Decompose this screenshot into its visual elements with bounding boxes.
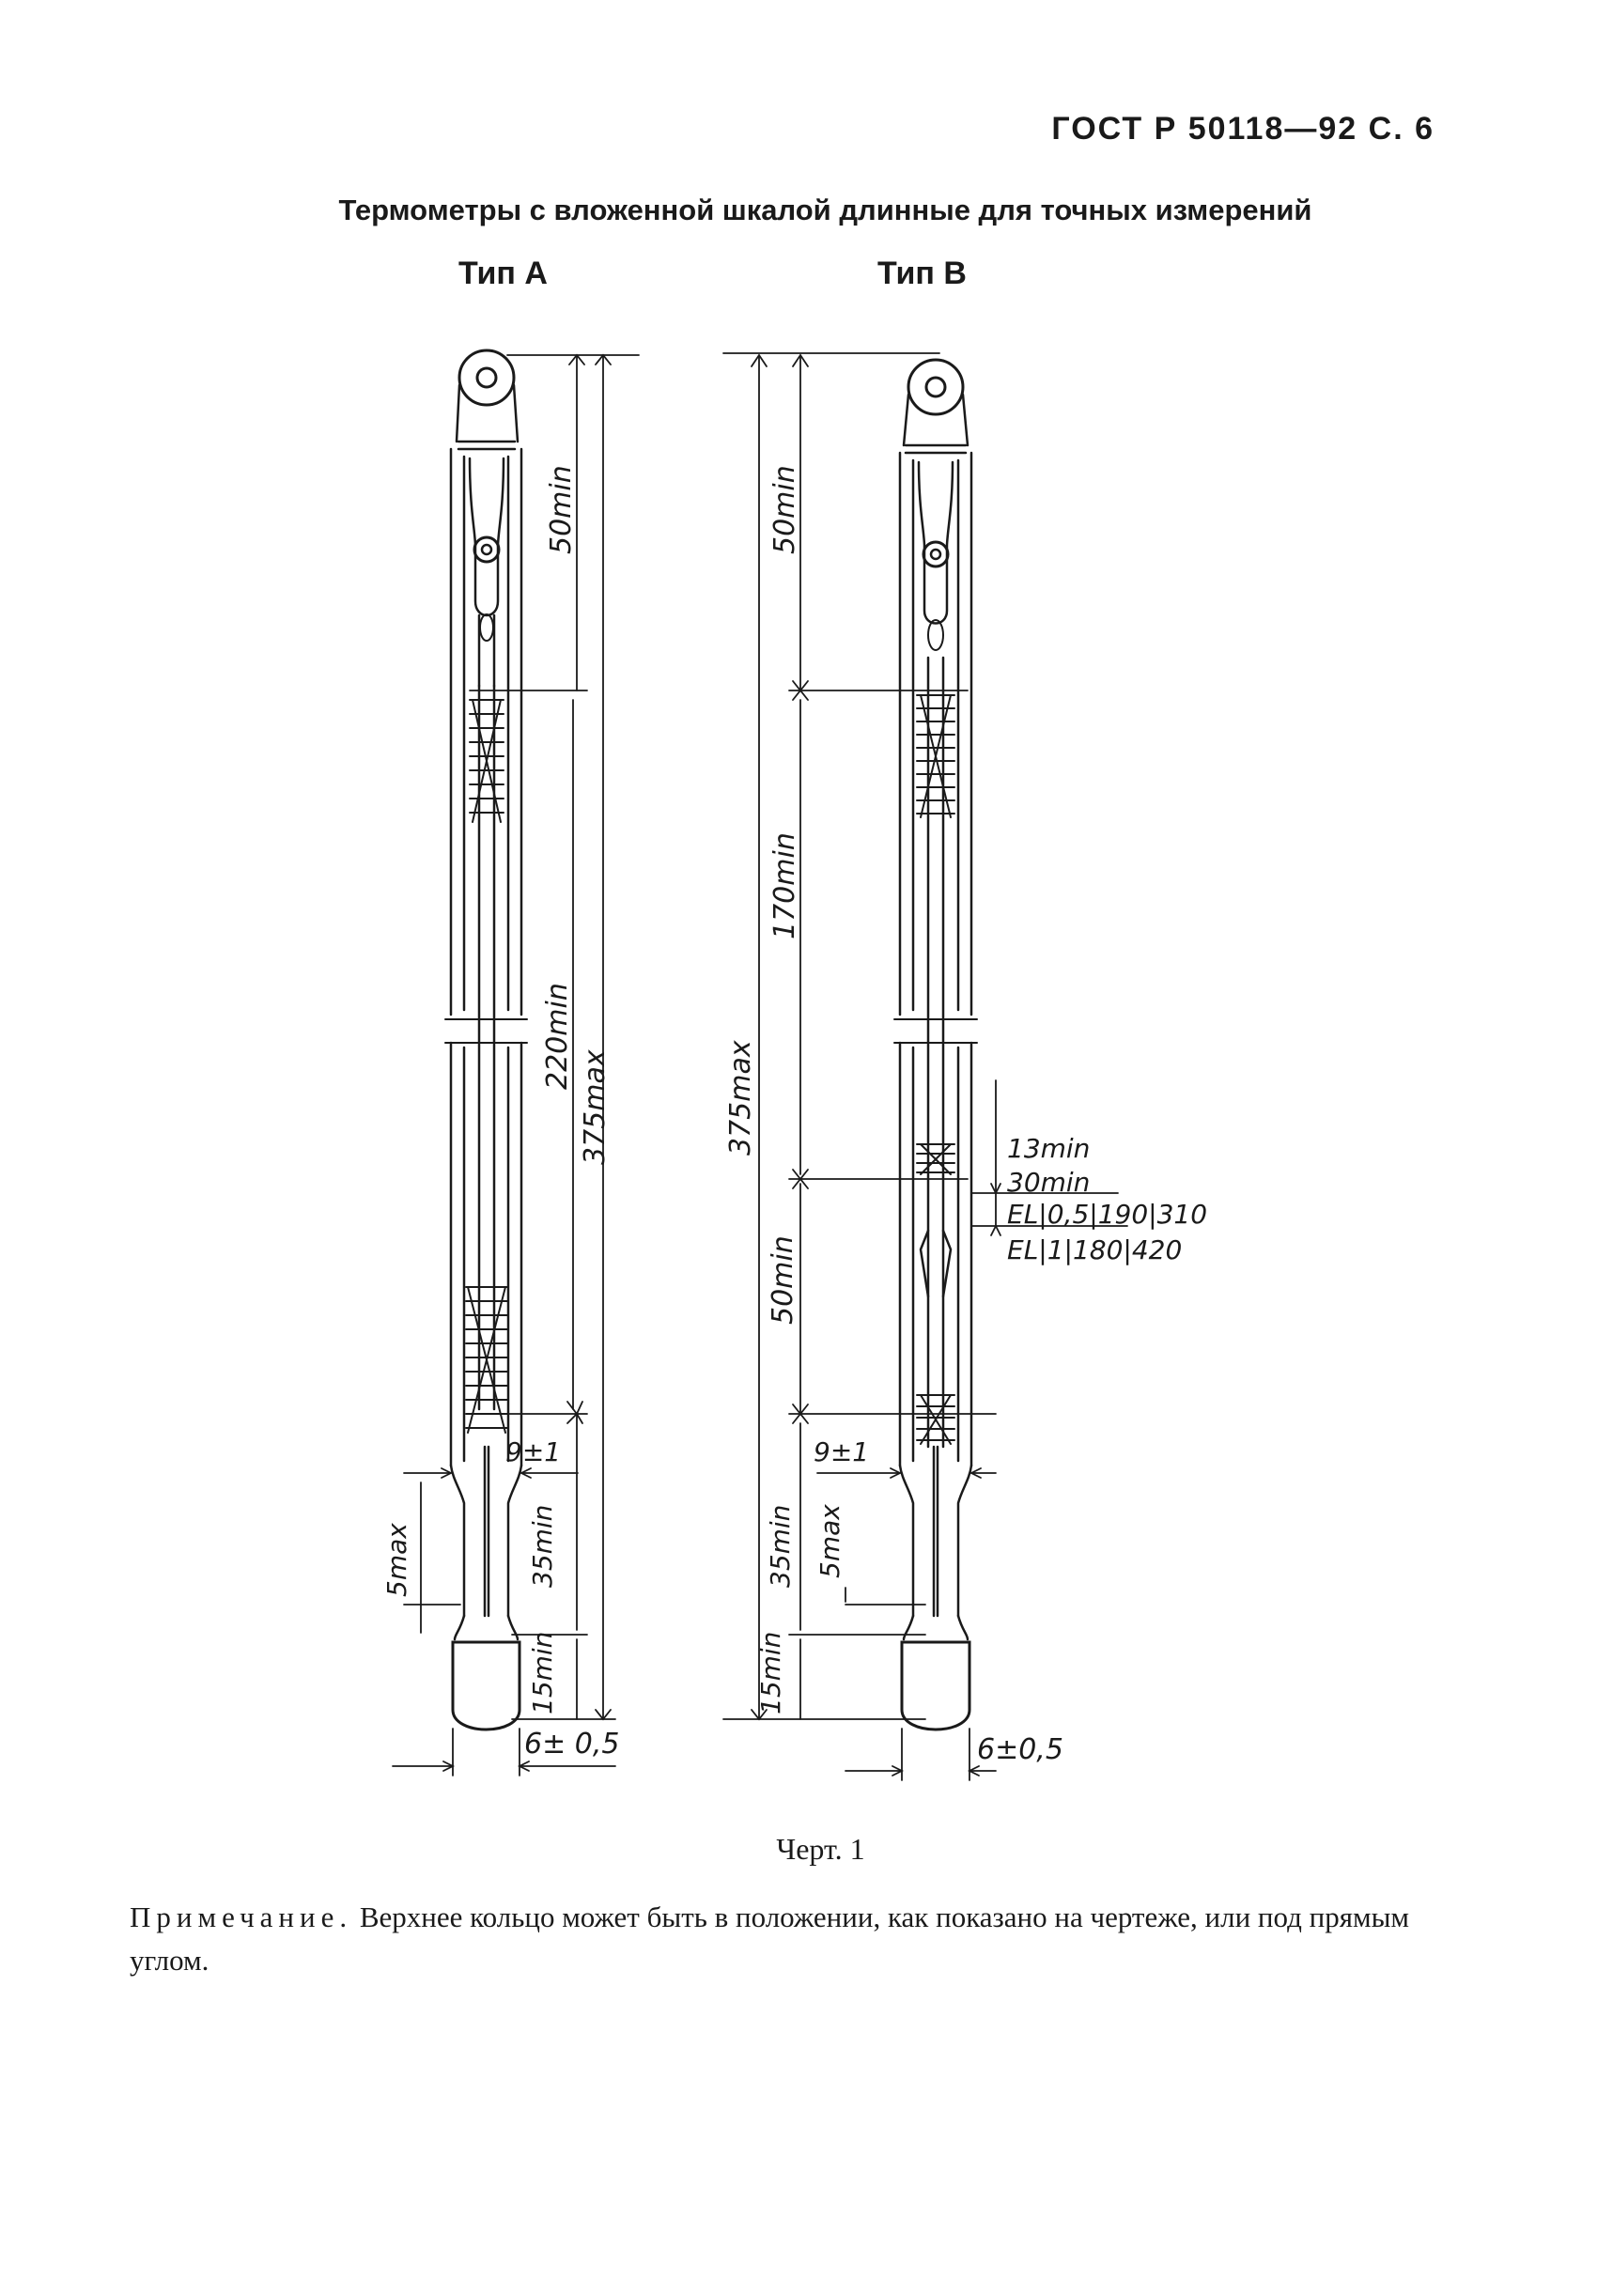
type-a-dimensions xyxy=(392,353,640,1776)
dim-b-170min: 170min xyxy=(768,832,801,939)
dim-a-35min: 35min xyxy=(527,1505,558,1588)
page-header: ГОСТ Р 50118—92 С. 6 xyxy=(1051,111,1435,147)
type-a-dim-labels: 50min 220min 375max 9±1 35min 15min 5max… xyxy=(381,465,619,1761)
el-row-2: EL|1|180|420 xyxy=(1007,1234,1182,1265)
dim-a-9: 9±1 xyxy=(505,1436,561,1467)
type-a-label: Тип А xyxy=(458,256,548,291)
dim-b-15min: 15min xyxy=(755,1632,786,1714)
dim-b-30min: 30min xyxy=(1007,1167,1090,1198)
dim-a-50min: 50min xyxy=(545,465,578,554)
figure-title: Термометры с вложенной шкалой длинные дл… xyxy=(338,194,1312,226)
dim-a-6: 6± 0,5 xyxy=(524,1728,619,1761)
dim-a-375max: 375max xyxy=(579,1049,612,1165)
dim-b-13min: 13min xyxy=(1007,1133,1090,1164)
dim-b-35min: 35min xyxy=(765,1505,796,1588)
thermometer-type-b xyxy=(893,358,978,1731)
dim-b-5max: 5max xyxy=(814,1504,845,1578)
dim-a-5max: 5max xyxy=(381,1523,412,1597)
thermometer-type-a xyxy=(444,349,528,1731)
type-b-dim-labels: 50min 170min 375max 13min 30min EL|0,5|1… xyxy=(724,465,1207,1766)
type-b-label: Тип В xyxy=(877,256,967,291)
dim-b-9: 9±1 xyxy=(814,1436,869,1467)
type-b-dimensions xyxy=(722,352,1128,1781)
dim-b-50min-mid: 50min xyxy=(767,1235,799,1325)
dim-b-6: 6±0,5 xyxy=(977,1733,1063,1766)
note-text: Верхнее кольцо может быть в положении, к… xyxy=(130,1900,1410,1977)
figure-caption: Черт. 1 xyxy=(776,1832,865,1866)
note-paragraph: Примечание. Верхнее кольцо может быть в … xyxy=(130,1896,1426,1982)
dim-a-15min: 15min xyxy=(527,1632,558,1714)
note-lead: Примечание. xyxy=(130,1900,353,1933)
dim-a-220min: 220min xyxy=(541,983,574,1090)
el-row-1: EL|0,5|190|310 xyxy=(1007,1199,1207,1230)
dim-b-50min-top: 50min xyxy=(768,465,801,554)
dim-b-375max: 375max xyxy=(724,1040,757,1156)
